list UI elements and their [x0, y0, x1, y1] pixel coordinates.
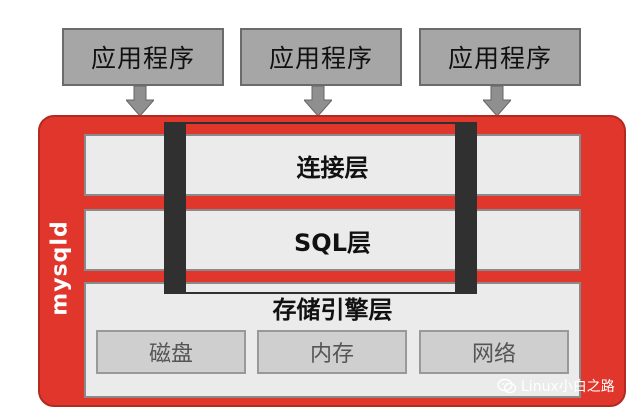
app-box-3: 应用程序: [419, 28, 581, 86]
device-label: 网络: [471, 342, 516, 367]
connection-layer: 连接层: [84, 134, 581, 196]
device-label: 磁盘: [148, 342, 193, 367]
watermark-text: Linux小白之路: [521, 379, 615, 395]
mysqld-label-wrap: mysqld: [47, 218, 73, 318]
app-label: 应用程序: [447, 44, 552, 73]
device-memory: 内存: [257, 330, 407, 374]
app-box-2: 应用程序: [240, 28, 402, 86]
overlay-bar-left: [164, 122, 186, 294]
watermark: Linux小白之路: [497, 376, 615, 396]
app-box-1: 应用程序: [62, 28, 224, 86]
connection-layer-label: 连接层: [296, 153, 369, 182]
device-label: 内存: [309, 342, 354, 367]
wechat-icon: [497, 378, 517, 394]
storage-engine-layer-label: 存储引擎层: [272, 296, 393, 324]
sql-layer: SQL层: [84, 209, 581, 271]
app-label: 应用程序: [90, 44, 195, 73]
overlay-bottom-line: [174, 292, 468, 294]
mysqld-label: mysqld: [47, 220, 73, 316]
down-arrow-icon: [126, 86, 154, 116]
overlay-top-line: [174, 122, 468, 124]
sql-layer-label: SQL层: [294, 228, 371, 257]
app-label: 应用程序: [268, 44, 373, 73]
down-arrow-icon: [304, 86, 332, 116]
device-disk: 磁盘: [96, 330, 246, 374]
down-arrow-icon: [483, 86, 511, 116]
device-network: 网络: [419, 330, 569, 374]
overlay-bar-right: [455, 122, 477, 294]
